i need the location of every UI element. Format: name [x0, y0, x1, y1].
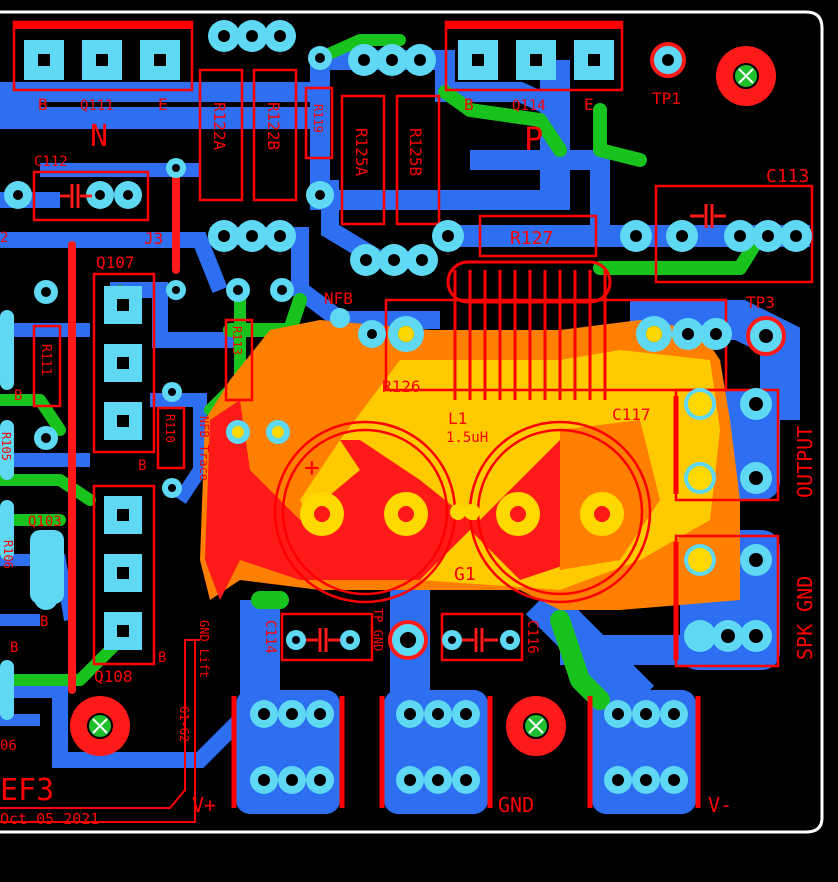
- label-r127: R127: [510, 228, 553, 249]
- label-v-minus: V-: [708, 793, 732, 817]
- label-b-left1: B: [14, 388, 22, 404]
- label-tp1: TP1: [652, 89, 681, 108]
- silk-labels: B Q111 E N B Q114 E P TP1 TP3 C112 C113 …: [0, 89, 817, 828]
- label-c116: C116: [524, 620, 540, 654]
- yellow-pads: [232, 326, 712, 572]
- r127-outline: [478, 214, 598, 258]
- q108-outline: [92, 484, 156, 666]
- label-c113: C113: [766, 166, 809, 187]
- capacitor-icon: [462, 628, 498, 652]
- q111-outline: [12, 20, 194, 92]
- label-ef3: EF3: [0, 773, 54, 808]
- label-q107: Q107: [96, 253, 135, 272]
- label-tp3: TP3: [746, 293, 775, 312]
- label-c114: C114: [262, 620, 278, 654]
- label-g1: G1: [454, 564, 476, 585]
- label-r105: R105: [0, 432, 13, 461]
- c113-outline: [654, 184, 814, 284]
- label-b-q107: B: [138, 458, 146, 474]
- label-r111: R111: [38, 344, 53, 375]
- board-outline: [0, 10, 824, 834]
- label-r125b: R125B: [406, 128, 425, 176]
- inductor-l1: [446, 260, 612, 400]
- q108-pads: [104, 496, 142, 650]
- label-num-2: 2: [0, 230, 8, 246]
- q114-outline: [444, 20, 624, 92]
- r125a-outline: [340, 94, 386, 226]
- label-r110: R110: [163, 414, 177, 443]
- label-g1-g2: G1-G2: [177, 706, 191, 742]
- q107-pads: [104, 286, 142, 440]
- label-r119: R119: [311, 104, 325, 133]
- r119-outline: [304, 86, 334, 160]
- label-v-plus: V+: [192, 793, 216, 817]
- label-b-q103: B: [40, 614, 48, 630]
- label-r113: R113: [230, 326, 244, 355]
- label-nfb: NFB: [324, 289, 353, 308]
- capacitor-icon: [306, 628, 340, 652]
- r113-outline: [224, 318, 254, 402]
- label-q114-type: P: [524, 120, 543, 158]
- r125b-outline: [395, 94, 441, 226]
- test-points: [388, 42, 786, 660]
- label-q108: Q108: [94, 667, 133, 686]
- label-q111: Q111: [80, 98, 114, 114]
- label-q111-type: N: [90, 119, 108, 154]
- q111-pads: [24, 40, 180, 80]
- mounting-hole-icon: [70, 696, 130, 756]
- c116-outline: [440, 612, 524, 662]
- left-edge-pads: [0, 310, 64, 720]
- label-tp-gnd: TP GND: [371, 608, 385, 651]
- label-q114: Q114: [512, 98, 546, 114]
- label-gnd: GND: [498, 793, 534, 817]
- label-plus: +: [304, 453, 320, 483]
- label-q114-e: E: [584, 95, 594, 114]
- label-gnd-lift: GND Lift: [197, 620, 211, 678]
- label-q114-b: B: [464, 95, 474, 114]
- capacitor-icon: [60, 184, 92, 208]
- label-l1-value: 1.5uH: [446, 430, 488, 446]
- g1-cap-left-inner: [281, 428, 449, 596]
- top-copper-layer: [68, 166, 180, 694]
- mounting-hole-icon: [716, 46, 776, 106]
- r110-outline: [156, 406, 186, 470]
- label-output: OUTPUT: [793, 426, 817, 498]
- label-q103: Q103: [28, 514, 62, 530]
- r122a-outline: [198, 68, 244, 202]
- label-c117: C117: [612, 405, 651, 424]
- label-r122a: R122A: [210, 102, 229, 151]
- label-c112: C112: [34, 154, 68, 170]
- label-spk-gnd: SPK GND: [793, 576, 817, 660]
- label-r126: R126: [382, 377, 421, 396]
- label-r106: R106: [1, 540, 15, 569]
- label-num-06: 06: [0, 738, 17, 754]
- c112-outline: [32, 170, 150, 222]
- r111-outline: [32, 324, 62, 408]
- inner-trace-layer: [0, 34, 767, 710]
- label-b-left2: B: [10, 640, 18, 656]
- label-b-q108: B: [158, 650, 166, 666]
- r122b-outline: [252, 68, 298, 202]
- mounting-hole-icon: [506, 696, 566, 756]
- capacitor-icon: [690, 204, 726, 228]
- label-date: Oct 05 2021: [0, 810, 99, 828]
- label-q111-b: B: [38, 95, 48, 114]
- label-r122b: R122B: [264, 102, 283, 150]
- q107-outline: [92, 272, 156, 454]
- c114-outline: [280, 612, 374, 662]
- label-nfb-trace: NFB Trace: [197, 416, 211, 481]
- q114-pads: [458, 40, 614, 80]
- label-j3: J3: [144, 229, 163, 248]
- pad-layer: [0, 20, 812, 794]
- label-l1: L1: [448, 409, 467, 428]
- label-r125a: R125A: [352, 128, 371, 177]
- label-q111-e: E: [158, 95, 168, 114]
